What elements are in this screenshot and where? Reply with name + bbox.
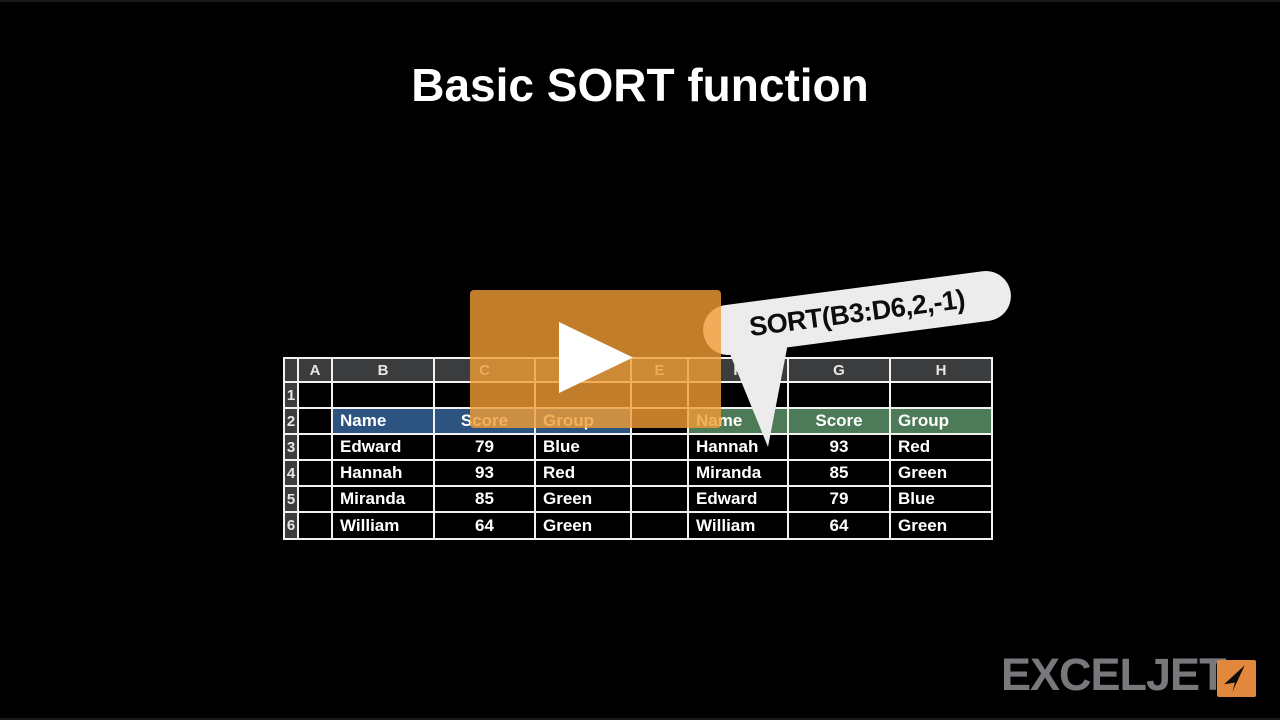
row-header-2: 2 [285, 409, 297, 433]
play-overlay-button[interactable] [470, 290, 721, 428]
cell-D6: Green [536, 513, 630, 538]
cell-E3 [632, 435, 687, 459]
cell-F5: Edward [689, 487, 787, 511]
play-triangle-icon [559, 322, 633, 393]
cell-G6: 64 [789, 513, 889, 538]
callout-formula-text: SORT(B3:D6,2,-1) [747, 283, 967, 342]
cell-A6 [299, 513, 331, 538]
bottom-edge-line [0, 718, 1280, 720]
cell-H5: Blue [891, 487, 991, 511]
cell-G4: 85 [789, 461, 889, 485]
callout-bubble: SORT(B3:D6,2,-1) [700, 267, 1014, 359]
cell-B5: Miranda [333, 487, 433, 511]
row-header-6: 6 [285, 513, 297, 538]
top-edge-line [0, 0, 1280, 2]
cell-B6: William [333, 513, 433, 538]
cell-B1 [333, 383, 433, 407]
cell-F3: Hannah [689, 435, 787, 459]
cell-B2: Name [333, 409, 433, 433]
cell-G5: 79 [789, 487, 889, 511]
col-header-H: H [891, 359, 991, 381]
cell-B4: Hannah [333, 461, 433, 485]
sheet-corner-cell [285, 359, 297, 381]
cell-F6: William [689, 513, 787, 538]
cell-A1 [299, 383, 331, 407]
cell-A4 [299, 461, 331, 485]
cell-G3: 93 [789, 435, 889, 459]
cell-H3: Red [891, 435, 991, 459]
cell-C5: 85 [435, 487, 534, 511]
cell-G2: Score [789, 409, 889, 433]
cell-D4: Red [536, 461, 630, 485]
cell-E5 [632, 487, 687, 511]
cell-A3 [299, 435, 331, 459]
cell-H1 [891, 383, 991, 407]
paper-plane-icon [1224, 665, 1245, 692]
exceljet-logo: EXCELJET [1001, 649, 1256, 700]
cell-C4: 93 [435, 461, 534, 485]
cell-G1 [789, 383, 889, 407]
row-header-5: 5 [285, 487, 297, 511]
cell-A2 [299, 409, 331, 433]
cell-A5 [299, 487, 331, 511]
cell-E6 [632, 513, 687, 538]
cell-D5: Green [536, 487, 630, 511]
col-header-G: G [789, 359, 889, 381]
col-header-B: B [333, 359, 433, 381]
cell-H6: Green [891, 513, 991, 538]
cell-C6: 64 [435, 513, 534, 538]
cell-D3: Blue [536, 435, 630, 459]
exceljet-logo-text: EXCELJET [1001, 649, 1227, 700]
cell-F4: Miranda [689, 461, 787, 485]
cell-E4 [632, 461, 687, 485]
row-header-4: 4 [285, 461, 297, 485]
video-title: Basic SORT function [411, 59, 869, 111]
cell-H4: Green [891, 461, 991, 485]
row-header-1: 1 [285, 383, 297, 407]
cell-B3: Edward [333, 435, 433, 459]
cell-H2: Group [891, 409, 991, 433]
row-header-3: 3 [285, 435, 297, 459]
cell-C3: 79 [435, 435, 534, 459]
col-header-A: A [299, 359, 331, 381]
exceljet-logo-square [1217, 660, 1256, 697]
